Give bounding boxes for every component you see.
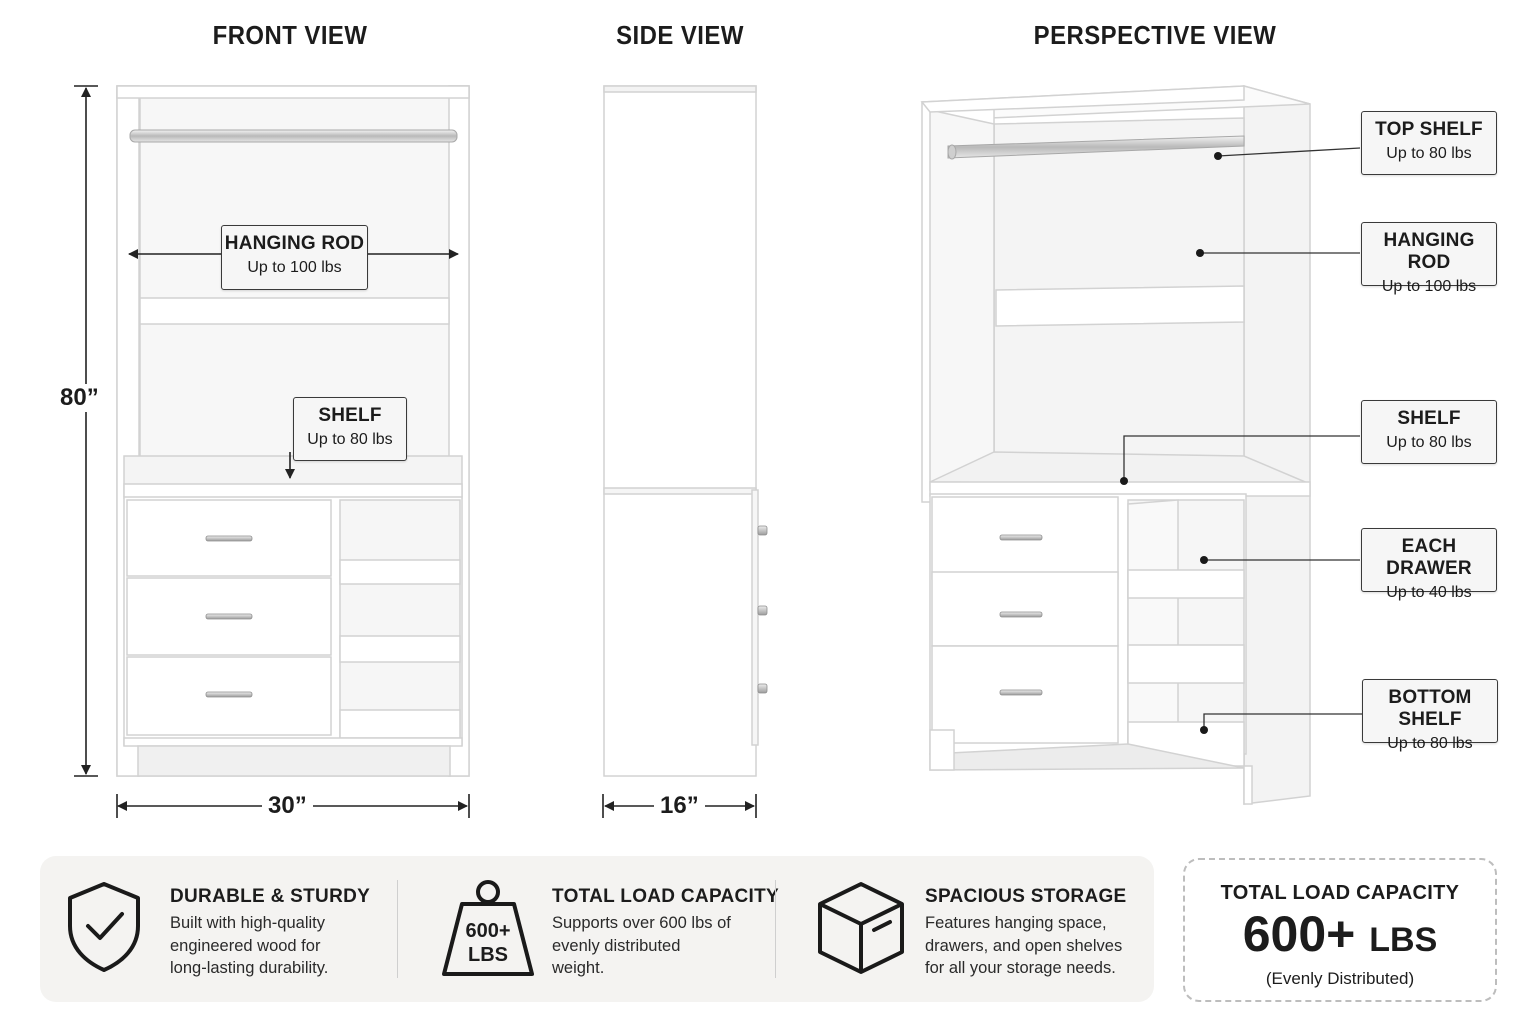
product-diagram (74, 85, 1362, 818)
callout-subtitle: Up to 40 lbs (1386, 584, 1472, 601)
side-drawer-pulls (757, 525, 768, 694)
perspective-callout-top-shelf: TOP SHELF Up to 80 lbs (1361, 111, 1497, 175)
weight-icon-value: 600+ (465, 920, 511, 942)
capacity-value: 600+ LBS (1185, 907, 1495, 967)
weight-icon (442, 880, 534, 976)
perspective-hanging-rod (947, 135, 1245, 160)
callout-subtitle: Up to 80 lbs (1386, 145, 1472, 162)
callout-title: SHELF (1397, 408, 1461, 429)
perspective-leader-dots (1120, 152, 1222, 734)
callout-subtitle: Up to 80 lbs (307, 431, 393, 448)
width-dimension-label: 30” (262, 792, 313, 820)
feature-title: SPACIOUS STORAGE (925, 886, 1127, 907)
feature-description: Supports over 600 lbs of evenly distribu… (552, 914, 731, 977)
feature-description: Features hanging space, drawers, and ope… (925, 914, 1123, 977)
perspective-callout-hanging-rod: HANGING ROD Up to 100 lbs (1361, 222, 1497, 295)
callout-title: TOP SHELF (1375, 119, 1483, 140)
perspective-leader-lines (1123, 147, 1362, 728)
callout-subtitle: Up to 100 lbs (247, 259, 342, 276)
callout-subtitle: Up to 100 lbs (1381, 278, 1477, 295)
front-callout-hanging-rod: HANGING ROD Up to 100 lbs (221, 225, 368, 290)
perspective-drawer-pulls (999, 534, 1043, 696)
callout-title: HANGING ROD (1383, 230, 1475, 273)
perspective-view-cabinet (920, 85, 1311, 805)
capacity-unit: LBS (1369, 921, 1438, 959)
feature-divider (775, 880, 776, 978)
total-capacity-box: TOTAL LOAD CAPACITY 600+ LBS (Evenly Dis… (1183, 858, 1497, 1002)
callout-title: HANGING ROD (224, 233, 365, 254)
side-view-title: SIDE VIEW (616, 20, 744, 50)
height-dimension-label: 80” (54, 384, 105, 412)
callout-title: EACH DRAWER (1386, 536, 1472, 579)
feature-divider (397, 880, 398, 978)
depth-dimension-label: 16” (654, 792, 705, 820)
callout-subtitle: Up to 80 lbs (1386, 434, 1472, 451)
perspective-callout-bottom-shelf: BOTTOM SHELF Up to 80 lbs (1362, 679, 1498, 752)
feature-bar: DURABLE & STURDY Built with high-quality… (40, 856, 1154, 1002)
callout-title: BOTTOM SHELF (1388, 687, 1472, 730)
front-callout-shelf: SHELF Up to 80 lbs (293, 397, 407, 461)
weight-icon-unit: LBS (468, 944, 508, 966)
perspective-callout-shelf: SHELF Up to 80 lbs (1361, 400, 1497, 464)
side-view-cabinet (603, 85, 759, 777)
callout-subtitle: Up to 80 lbs (1387, 735, 1473, 752)
feature-title: DURABLE & STURDY (170, 886, 371, 907)
front-view-cabinet (116, 85, 470, 777)
capacity-note: (Evenly Distributed) (1265, 969, 1415, 988)
feature-storage: SPACIOUS STORAGE Features hanging space,… (778, 856, 1154, 1002)
feature-durable: DURABLE & STURDY Built with high-quality… (40, 856, 400, 1002)
perspective-view-title: PERSPECTIVE VIEW (1033, 20, 1277, 50)
callout-title: SHELF (318, 405, 382, 426)
front-view-title: FRONT VIEW (212, 20, 368, 50)
box-icon (818, 882, 904, 974)
feature-title: TOTAL LOAD CAPACITY (552, 886, 780, 907)
feature-load: 600+ LBS TOTAL LOAD CAPACITY Supports ov… (400, 856, 779, 1002)
feature-description: Built with high-quality engineered wood … (170, 914, 329, 977)
front-hanging-rod (129, 129, 458, 143)
perspective-callout-each-drawer: EACH DRAWER Up to 40 lbs (1361, 528, 1497, 601)
shield-check-icon (68, 882, 140, 972)
capacity-label: TOTAL LOAD CAPACITY (1220, 882, 1460, 904)
capacity-number: 600+ (1242, 906, 1356, 962)
front-drawer-pulls (205, 535, 253, 698)
